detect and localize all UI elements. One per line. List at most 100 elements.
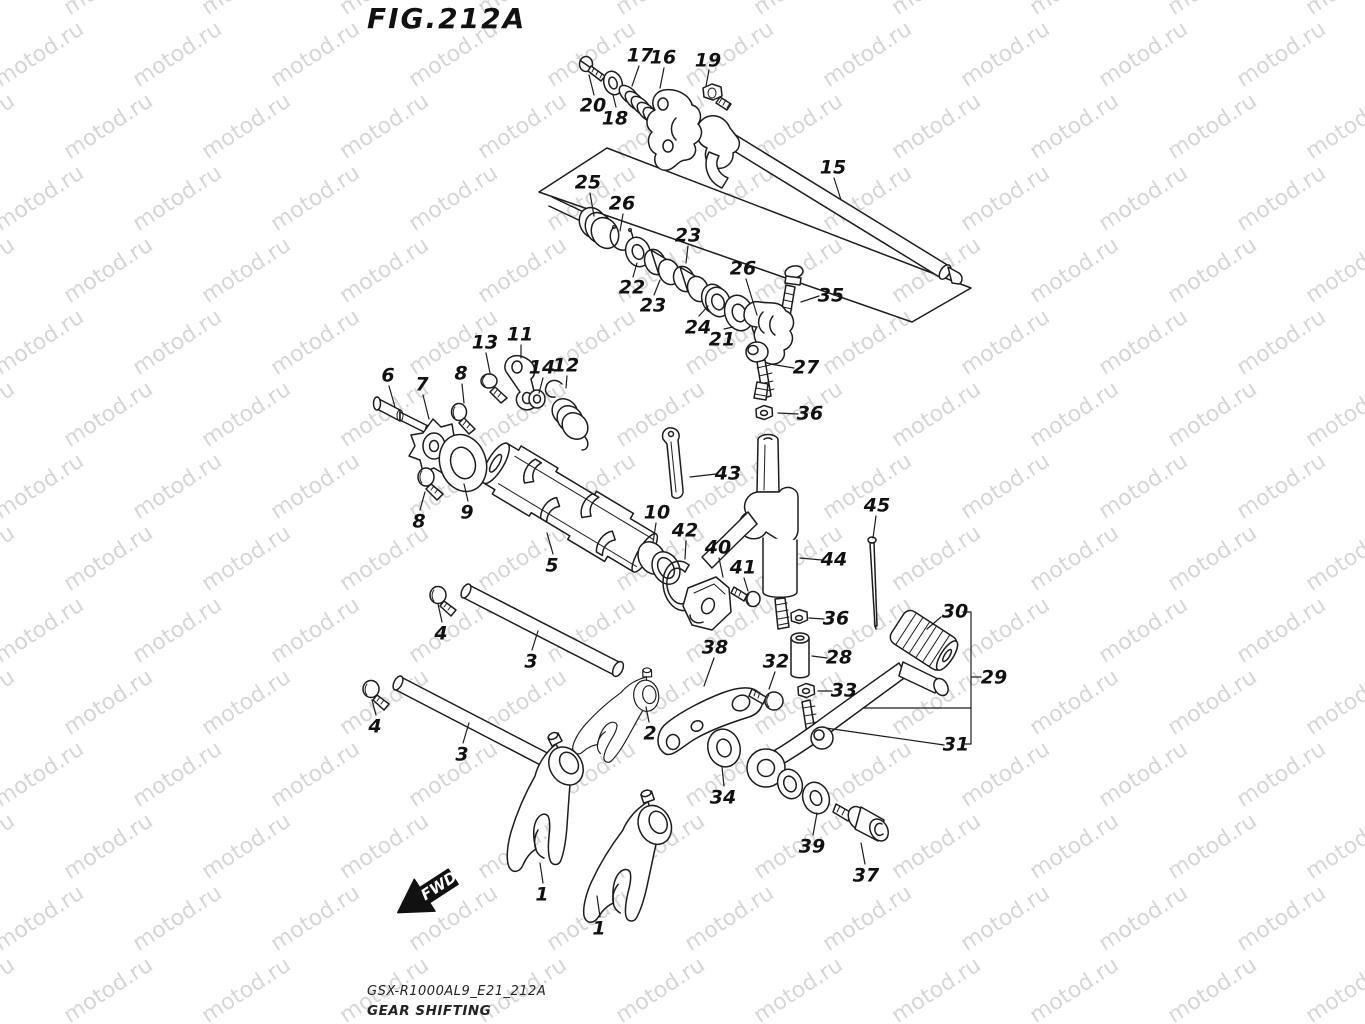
leader-line-part-8 <box>419 491 426 511</box>
part-1b-shift-fork-art <box>581 781 685 934</box>
part-8b-screw-art <box>417 467 444 501</box>
part-label-20: 20 <box>580 95 606 117</box>
part-label-18: 18 <box>602 108 628 130</box>
leader-line-part-1 <box>539 862 544 884</box>
leader-line-part-35 <box>800 295 820 303</box>
fwd-arrow: FWD <box>397 868 461 914</box>
part-label-23: 23 <box>675 225 701 247</box>
footer: GSX-R1000AL9_E21_212A GEAR SHIFTING <box>367 984 546 1019</box>
part-label-3: 3 <box>524 651 537 673</box>
leader-line-part-23 <box>685 245 689 264</box>
leader-line-part-27 <box>769 363 795 369</box>
leader-line-part-5 <box>546 532 554 555</box>
leader-line-part-17 <box>631 65 640 87</box>
leader-line-part-16 <box>659 67 665 89</box>
leader-line-part-15 <box>833 177 842 201</box>
leader-line-part-12 <box>565 375 568 389</box>
diagram-title: GEAR SHIFTING <box>367 1003 492 1019</box>
leader-line-part-26 <box>619 213 624 232</box>
part-14-washer-art <box>528 389 546 409</box>
part-label-24: 24 <box>685 317 711 339</box>
leader-line-part-32 <box>768 671 776 690</box>
part-label-26: 26 <box>730 258 756 280</box>
part-41-screw-art <box>730 586 761 608</box>
part-label-43: 43 <box>714 463 741 485</box>
part-38-link-art <box>657 687 764 756</box>
leader-line-part-13 <box>485 352 491 374</box>
part-label-13: 13 <box>472 332 498 354</box>
leader-line-part-4 <box>371 699 377 716</box>
part-label-6: 6 <box>381 365 394 387</box>
part-label-34: 34 <box>710 787 736 809</box>
part-15-gear-shift-shaft-art <box>695 115 963 285</box>
leader-line-part-23 <box>653 279 661 296</box>
leader-line-part-40 <box>718 557 724 578</box>
part-label-7: 7 <box>415 374 429 396</box>
part-label-42: 42 <box>671 520 698 542</box>
part-3-fork-shaft-art <box>460 583 625 678</box>
leader-line-part-34 <box>721 766 725 787</box>
part-9-washer-art <box>438 433 488 493</box>
part-label-9: 9 <box>460 502 473 524</box>
part-20-screw-art <box>578 55 606 82</box>
part-40-cam-stopper-art <box>682 576 732 631</box>
part-label-32: 32 <box>763 651 789 673</box>
leader-line-part-36 <box>777 412 799 415</box>
part-37-shoulder-bolt-art <box>832 803 889 842</box>
part-13-screw-art <box>480 373 508 404</box>
part-10-bearing-ring-art <box>637 541 681 585</box>
leader-line-part-10 <box>652 522 657 544</box>
bracket-lines <box>861 611 982 745</box>
part-18-washer-art <box>602 70 624 96</box>
part-34-washer-art <box>707 728 741 768</box>
leader-line-part-1 <box>596 895 601 918</box>
part-label-12: 12 <box>553 355 579 377</box>
part-label-31: 31 <box>943 734 969 756</box>
part-43-pawl-lifter-art <box>661 427 684 499</box>
part-label-16: 16 <box>650 47 676 69</box>
leader-line-part-44 <box>799 557 823 561</box>
part-32-bolt-art <box>748 688 784 711</box>
leader-line-part-26 <box>745 278 758 316</box>
part-27-shift-arm-clamp-art <box>743 300 795 399</box>
part-label-17: 17 <box>627 45 654 67</box>
leader-line-part-28 <box>811 655 828 659</box>
part-label-19: 19 <box>695 50 721 72</box>
part-12-spring-art <box>544 379 589 451</box>
part-label-41: 41 <box>729 557 756 579</box>
part-label-4: 4 <box>367 716 381 738</box>
part-label-38: 38 <box>702 637 728 659</box>
part-label-3: 3 <box>455 744 468 766</box>
part-label-29: 29 <box>981 667 1007 689</box>
leader-line-part-25 <box>589 192 595 217</box>
leader-line-part-31 <box>825 727 945 746</box>
leader-line-part-20 <box>588 74 595 96</box>
leader-line-part-3 <box>531 630 539 651</box>
part-label-21: 21 <box>709 329 735 351</box>
leader-line-part-21 <box>723 326 734 330</box>
part-44-shift-shaft-assembly-art <box>701 381 818 741</box>
part-label-35: 35 <box>818 285 844 307</box>
part-label-14: 14 <box>529 357 555 379</box>
part-label-28: 28 <box>826 647 852 669</box>
part-4b-screw-art <box>362 679 390 711</box>
part-label-45: 45 <box>863 495 890 517</box>
leader-line-part-3 <box>462 722 470 744</box>
leader-line-part-38 <box>703 657 715 687</box>
part-30-pedal-rubber-art <box>889 609 959 671</box>
part-label-44: 44 <box>820 549 847 571</box>
leader-line-part-19 <box>705 69 710 87</box>
part-36-nut-art <box>755 404 774 421</box>
fwd-label: FWD <box>418 868 461 904</box>
leader-line-part-18 <box>612 94 617 108</box>
part-label-23: 23 <box>640 295 666 317</box>
leader-line-part-37 <box>860 842 866 865</box>
leader-line-part-14 <box>538 377 544 394</box>
model-code: GSX-R1000AL9_E21_212A <box>367 984 547 999</box>
part-label-22: 22 <box>619 277 645 299</box>
part-19-bolt-art <box>702 83 732 111</box>
leader-line-part-24 <box>698 305 709 317</box>
